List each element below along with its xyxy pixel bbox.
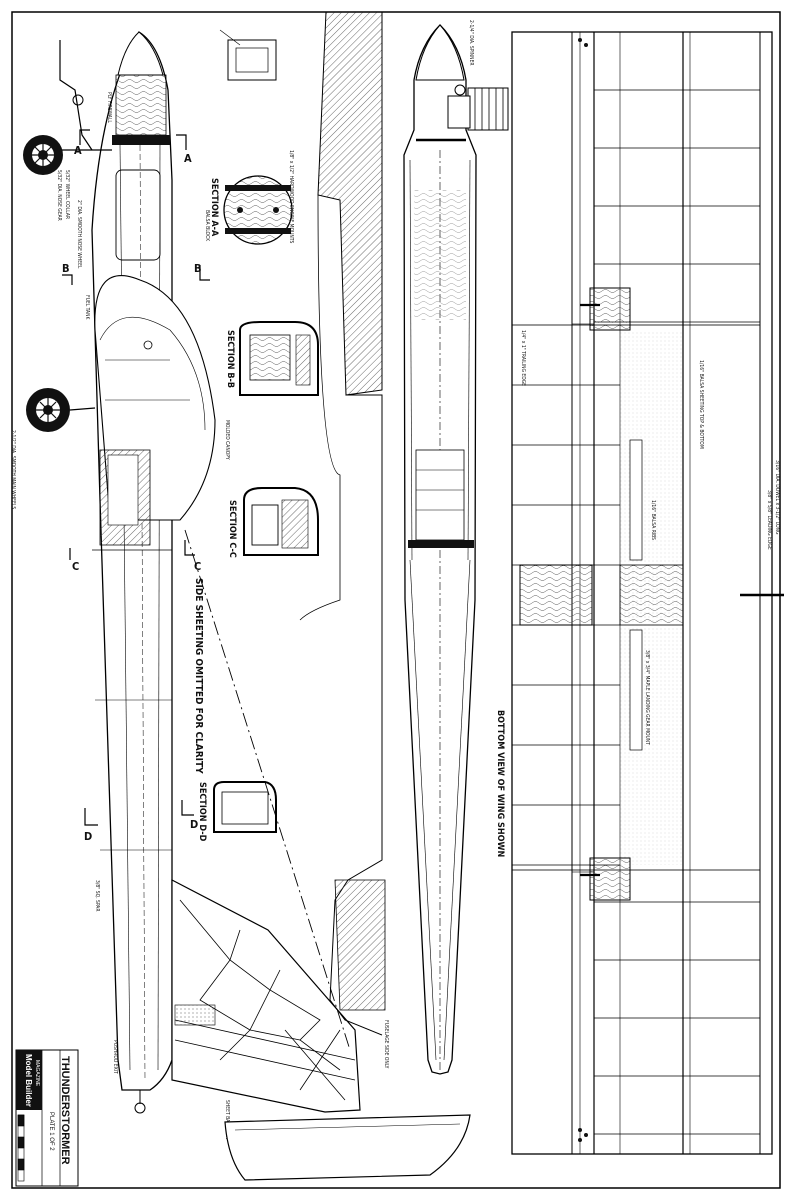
side-view-fuselage — [91, 31, 361, 1114]
callout-gear-mount: 3/8" x 3/4" MAPLE LANDING GEAR MOUNT — [644, 650, 650, 745]
brand-sub: MAGAZINE — [34, 1060, 40, 1087]
side-sheeting-note: SIDE SHEETING OMITTED FOR CLARITY — [193, 578, 204, 774]
callout-nose-wheel: 2" DIA. SMOOTH NOSE WHEEL — [76, 200, 82, 269]
fuselage-doubler: FUSELAGE SIDE ONLY — [299, 11, 389, 1069]
callout-pushrod: PUSHROD EXIT — [112, 1040, 118, 1074]
engine — [447, 84, 509, 131]
callout-tank: FUEL TANK — [84, 295, 90, 320]
nose-gear — [59, 40, 112, 151]
section-markers — [62, 129, 210, 826]
callout-firewall: PLY FIREWALL — [106, 92, 112, 123]
callout-fuse-side: FUSELAGE SIDE ONLY — [383, 1020, 389, 1069]
wing-bottom-view: BOTTOM VIEW OF WING SHOWN 3/8" x 5/8" LE… — [495, 31, 784, 1155]
callout-wheel-collar: 5/32" WHEEL COLLAR — [64, 170, 70, 219]
callout-leading-edge: 3/8" x 5/8" LEADING EDGE — [766, 490, 772, 550]
callout-trailing-edge: 1/4" x 1" TRAILING EDGE — [520, 330, 526, 386]
callout-spinner: 2-1/4" DIA. SPINNER — [468, 20, 474, 65]
marker-b-left: B — [62, 262, 70, 275]
nose-wheel — [23, 135, 63, 175]
plan-title: THUNDERSTORMER — [59, 1056, 71, 1165]
callout-balsa-block: BALSA BLOCK — [204, 210, 210, 242]
callout-nose-gear: 5/32" DIA. NOSE GEAR — [56, 170, 62, 221]
reference-line — [184, 529, 351, 1051]
brand: Model Builder — [24, 1054, 33, 1107]
section-b-b — [239, 321, 319, 396]
plan-sheet: PLATE 1 OF 2 — [48, 1112, 54, 1151]
callout-spar: 3/8" SQ. SPAR — [94, 880, 100, 911]
section-c-c — [243, 487, 319, 556]
callout-sheeting: 1/16" BALSA SHEETING TOP & BOTTOM — [698, 360, 704, 449]
section-b-title: SECTION B-B — [225, 330, 235, 388]
bottom-view-note: BOTTOM VIEW OF WING SHOWN — [495, 710, 505, 857]
section-d-d — [213, 781, 277, 833]
callout-canopy: MOLDED CANOPY — [224, 420, 230, 460]
marker-a-left: A — [74, 144, 82, 157]
callout-dowel: 3/16" DIA. DOWEL x 3-1/2" LONG — [774, 460, 780, 535]
marker-d-right: D — [190, 818, 198, 831]
marker-b-right: B — [194, 262, 202, 275]
section-c-title: SECTION C-C — [227, 500, 237, 558]
callout-fin: SHEET BALSA FIN — [224, 1100, 230, 1140]
marker-a-right: A — [184, 152, 192, 165]
main-wheel — [26, 388, 96, 432]
marker-d-left: D — [84, 830, 92, 843]
callout-ribs: 1/16" BALSA RIBS — [650, 500, 656, 540]
title-block: Model Builder MAGAZINE THUNDERSTORMER PL… — [15, 1049, 79, 1187]
top-view-fuselage: 2-1/4" DIA. SPINNER — [403, 20, 509, 1075]
marker-c-left: C — [72, 560, 79, 573]
section-d-title: SECTION D-D — [197, 782, 207, 842]
callout-engine-mounts: 1/8" x 1/2" HARDWOOD ENGINE MOUNTS — [288, 150, 294, 244]
callouts-left: 5/32" DIA. NOSE GEAR 5/32" WHEEL COLLAR … — [10, 92, 294, 1140]
sheet-border — [11, 11, 781, 1189]
section-a-a — [219, 29, 293, 245]
marker-c-right: C — [194, 560, 201, 573]
section-a-title: SECTION A-A — [209, 178, 219, 237]
stabilizer-piece — [224, 1114, 471, 1181]
callout-main-wheel: 2-1/2" DIA. SMOOTH MAIN WHEELS — [10, 430, 16, 509]
